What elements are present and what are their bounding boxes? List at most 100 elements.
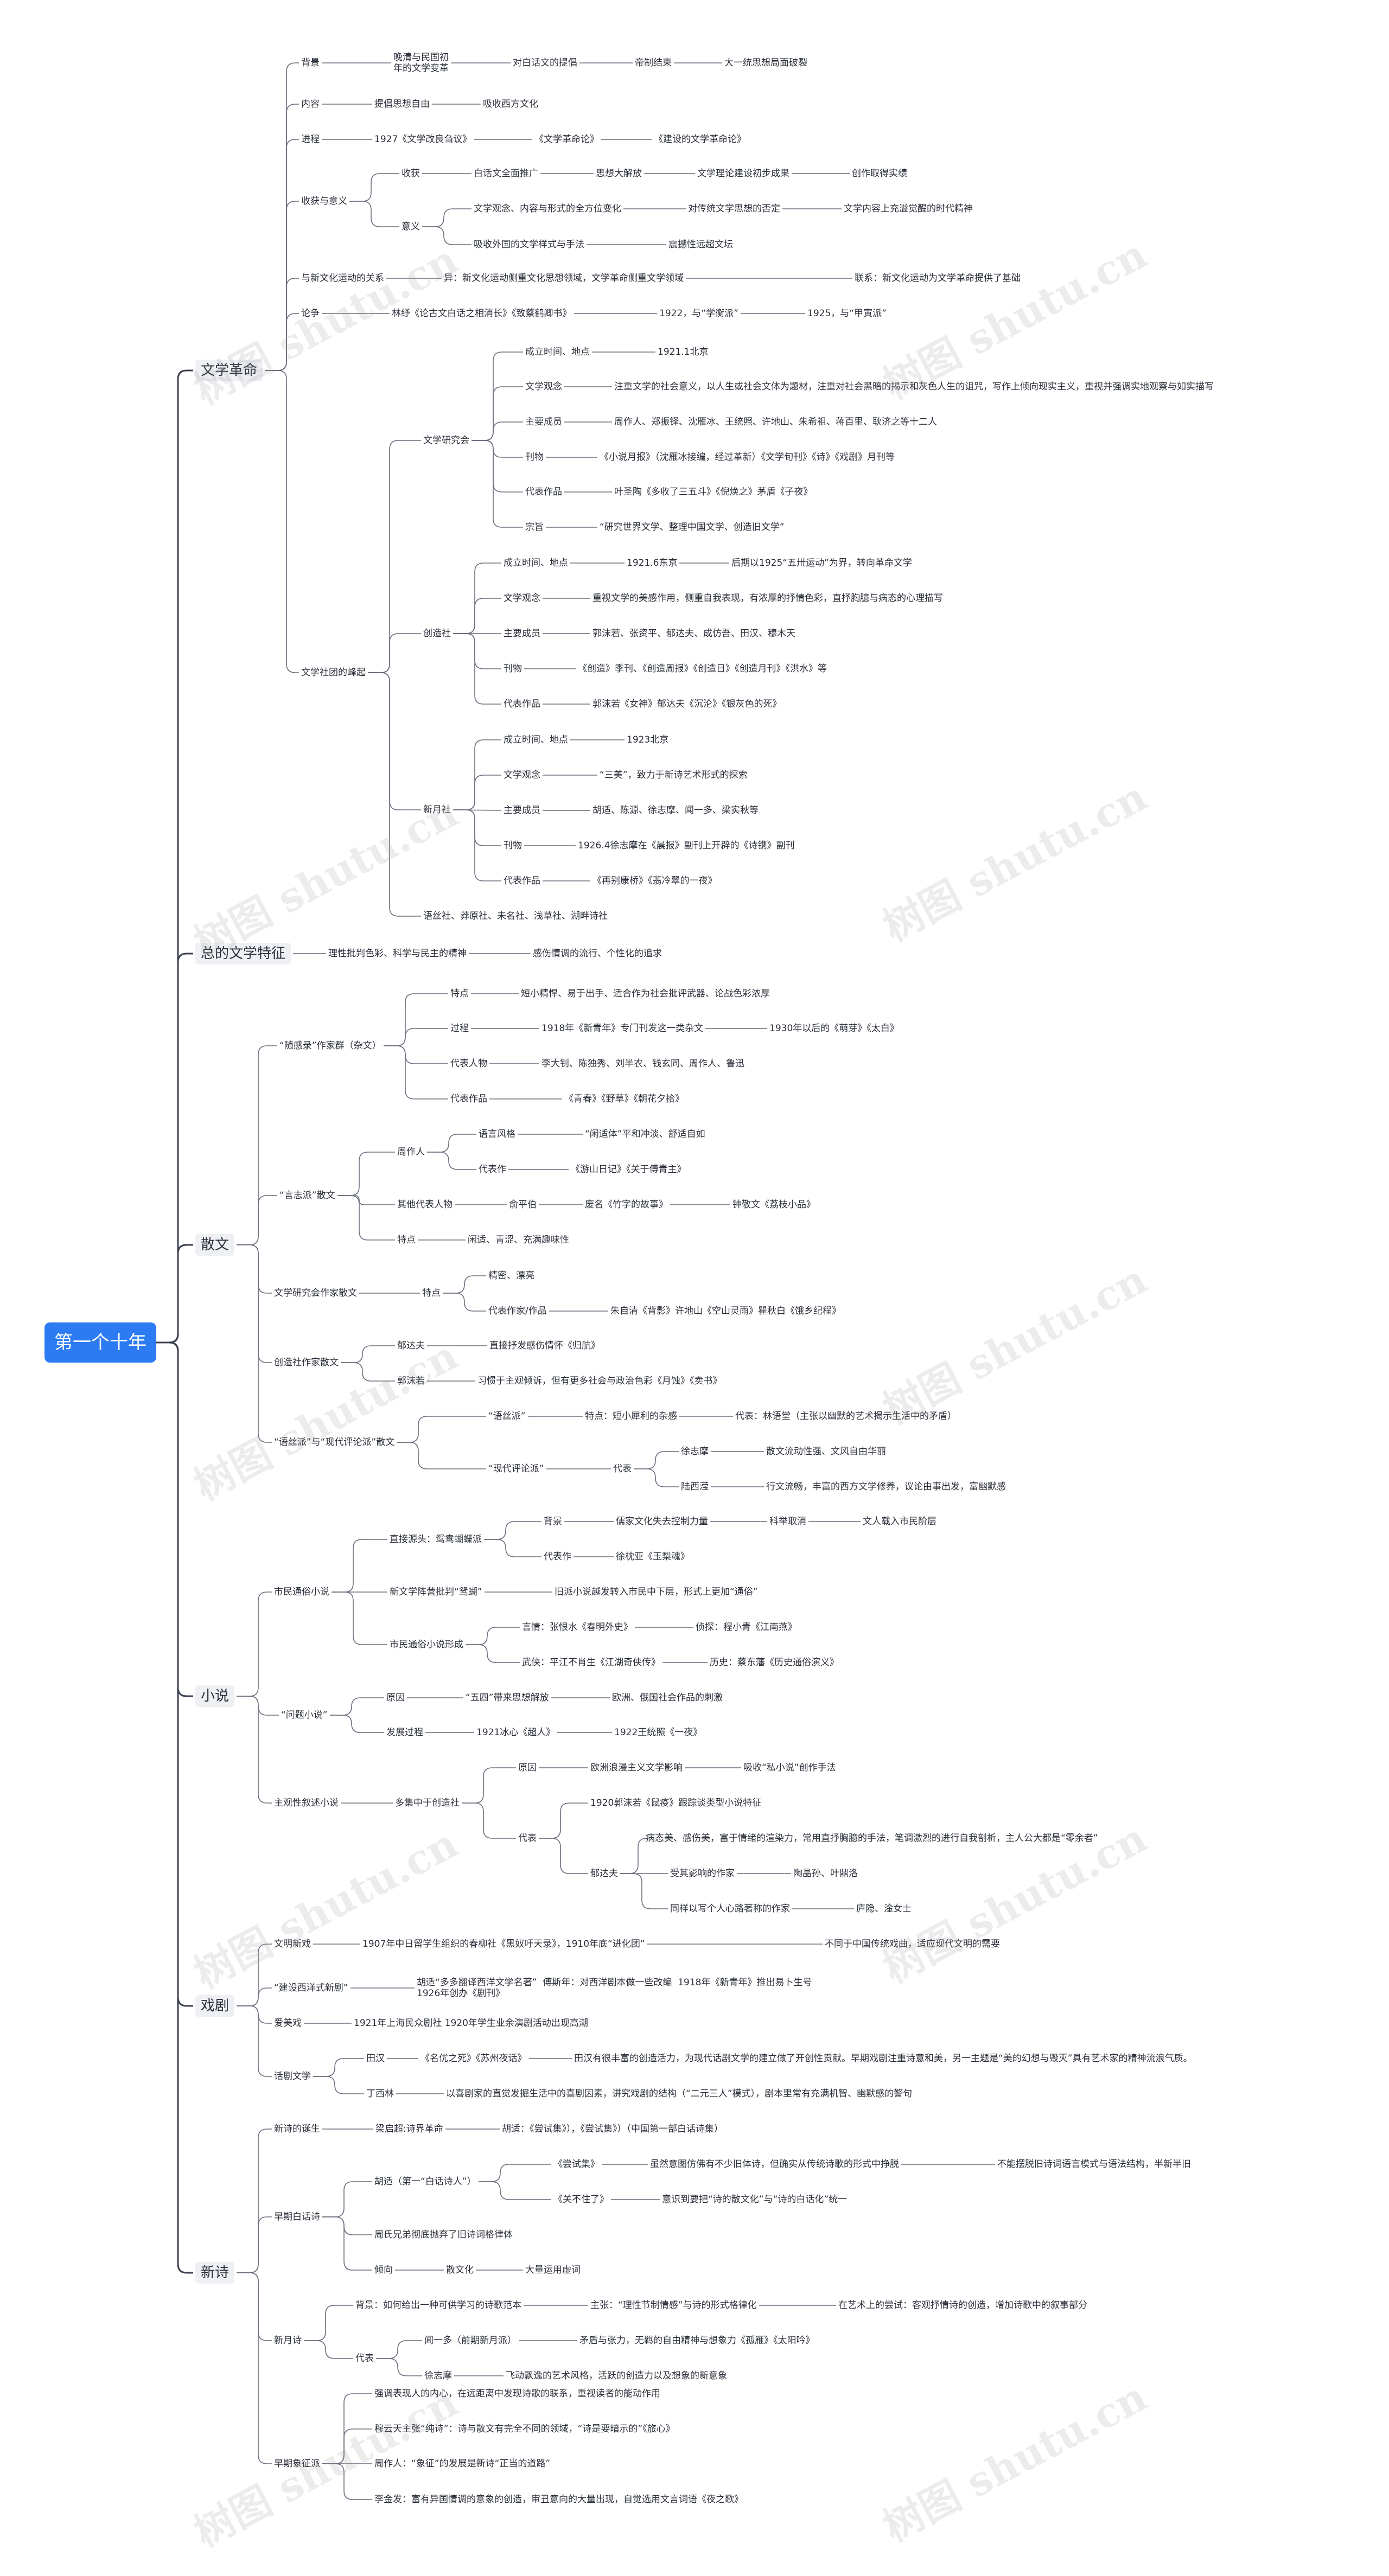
topic-node[interactable]: 强调表现人的内心，在远距离中发现诗歌的联系，重视读者的能动作用 [374,2388,660,2399]
topic-node[interactable]: 郁达夫 [397,1340,425,1351]
topic-node[interactable]: “建设西洋式新剧” [274,1983,348,1993]
topic-node[interactable]: “问题小说” [281,1710,328,1721]
topic-node[interactable]: 背景：如何给出一种可供学习的诗歌范本 [355,2300,521,2311]
topic-node[interactable]: 语丝社、莽原社、未名社、浅草社、湖畔诗社 [423,911,608,922]
topic-node[interactable]: 徐志摩 [424,2370,452,2381]
topic-node[interactable]: 在艺术上的尝试：客观抒情诗的创造，增加诗歌中的叙事部分 [838,2300,1087,2311]
topic-node[interactable]: 《创造》季刊、《创造周报》《创造日》《创造月刊》《洪水》等 [578,663,827,674]
topic-node[interactable]: 注重文学的社会意义，以人生或社会文体为题材，注重对社会黑暗的揭示和灰色人生的诅咒… [614,381,1214,392]
topic-node[interactable]: 感伤情调的流行、个性化的追求 [533,948,662,959]
topic-node[interactable]: 文学观念 [525,381,562,392]
branch-topic[interactable]: 小说 [195,1685,235,1707]
topic-node[interactable]: 成立时间、地点 [504,558,568,568]
topic-node[interactable]: 对白话文的提倡 [513,57,577,68]
topic-node[interactable]: 提倡思想自由 [374,99,430,110]
topic-node[interactable]: 特点：短小犀利的杂感 [585,1411,677,1422]
topic-node[interactable]: 徐枕亚《玉梨魂》 [616,1551,690,1562]
topic-node[interactable]: 以喜剧家的直觉发掘生活中的喜剧因素，讲究戏剧的结构（“二元三人”模式），剧本里常… [446,2088,913,2099]
topic-node[interactable]: 原因 [518,1762,537,1773]
topic-node[interactable]: 进程 [301,134,320,145]
topic-node[interactable]: 直接源头：鸳鸯蝴蝶派 [390,1534,482,1545]
topic-node[interactable]: “言志派”散文 [279,1190,335,1201]
topic-node[interactable]: 大量运用虚词 [525,2265,581,2275]
branch-topic[interactable]: 总的文学特征 [195,943,291,964]
topic-node[interactable]: “随感录”作家群（杂文） [279,1040,381,1051]
topic-node[interactable]: 过程 [450,1023,469,1034]
topic-node[interactable]: 帝制结束 [635,57,672,68]
topic-node[interactable]: 林纾《论古文白话之相消长》《致蔡鹤卿书》 [392,308,572,319]
topic-node[interactable]: 言情：张恨水《春明外史》 [522,1622,633,1633]
topic-node[interactable]: 特点 [422,1288,441,1299]
topic-node[interactable]: 刊物 [504,840,522,851]
topic-node[interactable]: 病态美、感伤美，富于情绪的渲染力，常用直抒胸臆的手法，笔调激烈的进行自我剖析，主… [646,1833,1098,1844]
topic-node[interactable]: 意识到要把“诗的散文化”与“诗的白话化”统一 [662,2194,848,2205]
topic-node[interactable]: 矛盾与张力，无羁的自由精神与想象力《孤雁》《太阳吟》 [579,2335,815,2346]
topic-node[interactable]: 背景 [301,57,320,68]
topic-node[interactable]: 早期象征派 [274,2458,320,2469]
topic-node[interactable]: 代表作品 [504,699,540,709]
branch-topic[interactable]: 散文 [195,1234,235,1256]
topic-node[interactable]: 梁启超:诗界革命 [375,2124,443,2134]
topic-node[interactable]: 异：新文化运动侧重文化思想领域，文学革命侧重文学领域 [444,273,684,284]
topic-node[interactable]: 代表作品 [504,875,540,886]
topic-node[interactable]: 欧洲、俄国社会作品的刺激 [612,1692,723,1703]
topic-node[interactable]: 1921.1北京 [658,347,709,357]
topic-node[interactable]: 徐志摩 [681,1446,709,1457]
topic-node[interactable]: 吸收西方文化 [483,99,538,110]
topic-node[interactable]: 历史：蔡东藩《历史通俗演义》 [710,1657,839,1668]
topic-node[interactable]: 代表 [355,2353,374,2364]
topic-node[interactable]: “语丝派”与“现代评论派”散文 [274,1437,395,1448]
topic-node[interactable]: 1918年《新青年》专门刊发这一类杂文 [541,1023,704,1034]
topic-node[interactable]: 1907年中日留学生组织的春柳社《黑奴吁天录》，1910年底“进化团” [362,1939,645,1949]
topic-node[interactable]: 《再别康桥》《翡冷翠的一夜》 [592,875,717,886]
topic-node[interactable]: 新文学阵营批判“鸳蝴” [390,1587,482,1597]
topic-node[interactable]: 李金发：富有异国情调的意象的创造，审丑意向的大量出现，自觉选用文言词语《夜之歌》 [374,2494,743,2505]
topic-node[interactable]: 吸收外国的文学样式与手法 [474,239,584,250]
topic-node[interactable]: 1925，与“甲寅派” [807,308,887,319]
topic-node[interactable]: 代表作 [479,1164,506,1175]
topic-node[interactable]: 理性批判色彩、科学与民主的精神 [328,948,467,959]
topic-node[interactable]: 儒家文化失去控制力量 [616,1516,708,1527]
topic-node[interactable]: 田汉有很丰富的创造活力，为现代话剧文学的建立做了开创性贡献。早期戏剧注重诗意和美… [574,2053,1193,2064]
topic-node[interactable]: 郁达夫 [590,1868,618,1879]
topic-node[interactable]: 代表作家/作品 [488,1306,547,1316]
topic-node[interactable]: 侦探：程小青《江南燕》 [696,1622,797,1633]
topic-node[interactable]: 代表作品 [525,487,562,497]
topic-node[interactable]: 文学内容上充溢觉醒的时代精神 [844,203,973,214]
topic-node[interactable]: 发展过程 [386,1727,423,1738]
topic-node[interactable]: 内容 [301,99,320,110]
topic-node[interactable]: 直接抒发感伤情怀《归航》 [489,1340,600,1351]
topic-node[interactable]: 同样以写个人心路著称的作家 [670,1903,790,1914]
topic-node[interactable]: 虽然意图仿佛有不少旧体诗，但确实从传统诗歌的形式中挣脱 [650,2159,899,2170]
topic-node[interactable]: 穆云天主张“纯诗”：诗与散文有完全不同的领域，“诗是要暗示的”《旅心》 [374,2424,675,2434]
topic-node[interactable]: 不能摆脱旧诗词语言模式与语法结构，半新半旧 [997,2159,1191,2170]
topic-node[interactable]: 1923北京 [627,734,669,745]
topic-node[interactable]: 成立时间、地点 [525,347,590,357]
topic-node[interactable]: 欧洲浪漫主义文学影响 [590,1762,683,1773]
topic-node[interactable]: 创造社作家散文 [274,1357,339,1368]
topic-node[interactable]: 李大钊、陈独秀、刘半农、钱玄同、周作人、鲁迅 [541,1058,744,1069]
topic-node[interactable]: 语言风格 [479,1129,515,1140]
topic-node[interactable]: 文学观念、内容与形式的全方位变化 [474,203,621,214]
topic-node[interactable]: “闲适体”平和冲淡、舒适自如 [585,1129,705,1140]
topic-node[interactable]: 武侠：平江不肖生《江湖奇侠传》 [522,1657,660,1668]
topic-node[interactable]: 《青春》《野草》《朝花夕拾》 [564,1094,684,1104]
topic-node[interactable]: 1920郭沫若《鼠疫》跟踪谈类型小说特征 [590,1798,762,1808]
topic-node[interactable]: 市民通俗小说 [274,1587,329,1597]
topic-node[interactable]: 精密、漂亮 [488,1270,534,1281]
topic-node[interactable]: 《小说月报》（沈雁冰接编，经过革新）《文学旬刊》《诗》《戏剧》月刊等 [600,452,895,463]
topic-node[interactable]: 主张：“理性节制情感”与诗的形式格律化 [590,2300,757,2311]
topic-node[interactable]: 晚清与民国初 年的文学变革 [393,52,449,74]
topic-node[interactable]: 爱美戏 [274,2018,302,2029]
topic-node[interactable]: 对传统文学思想的否定 [688,203,780,214]
topic-node[interactable]: 《关不住了》 [553,2194,609,2205]
topic-node[interactable]: 刊物 [504,663,522,674]
topic-node[interactable]: 钟敬文《荔枝小品》 [732,1199,815,1210]
topic-node[interactable]: 思想大解放 [596,168,642,179]
topic-node[interactable]: 代表 [613,1463,632,1474]
topic-node[interactable]: 郭沫若《女神》郁达夫《沉沦》《银灰色的死》 [592,699,782,709]
topic-node[interactable]: 习惯于主观倾诉，但有更多社会与政治色彩《月蚀》《卖书》 [477,1376,722,1386]
topic-node[interactable]: 庐隐、淦女士 [856,1903,912,1914]
topic-node[interactable]: 胡适“多多翻译西洋文学名著” 傅斯年：对西洋剧本做一些改编 1918年《新青年》… [417,1977,812,1999]
topic-node[interactable]: 《文学革命论》 [534,134,599,145]
